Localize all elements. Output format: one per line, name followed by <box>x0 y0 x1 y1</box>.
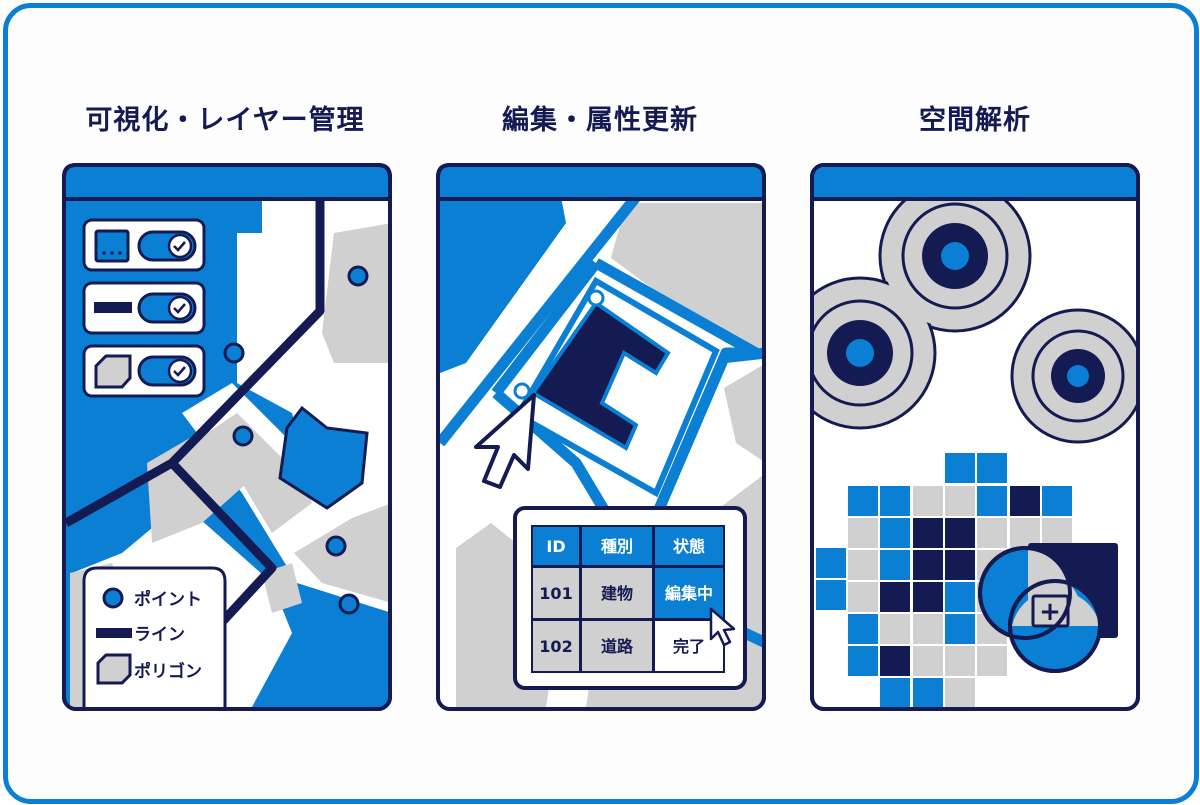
legend-label-line: ライン <box>134 625 185 645</box>
table-header-status: 状態 <box>673 537 705 556</box>
layer-toggle-polygon[interactable] <box>82 344 206 398</box>
cursor-icon <box>474 393 536 489</box>
table-cell: 建物 <box>601 584 633 603</box>
table-cell: 完了 <box>673 637 705 656</box>
panel-header-bar <box>62 163 392 201</box>
panel-title-analysis: 空間解析 <box>919 105 1031 136</box>
table-header-id: ID <box>546 537 565 556</box>
layer-toggle-point[interactable] <box>82 218 206 272</box>
overlay-icon: + <box>978 543 1118 673</box>
analysis-illustration: + <box>810 163 1140 711</box>
map-editing: ID 種別 状態 101 建物 編集中 102 道路 完了 <box>436 163 766 711</box>
legend: ポイント ライン ポリゴン <box>82 566 227 707</box>
cursor-icon <box>709 607 736 647</box>
layer-toggle-line[interactable] <box>82 281 206 335</box>
panel-analysis: + <box>810 163 1140 717</box>
legend-label-point: ポイント <box>134 589 202 610</box>
table-cell: 編集中 <box>665 584 713 603</box>
table-cell: 道路 <box>601 637 634 656</box>
panel-title-visualization: 可視化・レイヤー管理 <box>85 105 365 136</box>
attribute-table: ID 種別 状態 101 建物 編集中 102 道路 完了 <box>513 506 747 690</box>
map-visualization: ポイント ライン ポリゴン <box>62 163 392 711</box>
panel-header-bar <box>436 163 766 201</box>
panel-title-editing: 編集・属性更新 <box>502 105 698 136</box>
table-cell: 102 <box>539 637 572 656</box>
table-header-type: 種別 <box>601 537 633 556</box>
panel-visualization: ポイント ライン ポリゴン <box>62 163 392 717</box>
plus-icon: + <box>1039 597 1061 627</box>
panel-editing: ID 種別 状態 101 建物 編集中 102 道路 完了 <box>436 163 766 717</box>
legend-label-polygon: ポリゴン <box>134 661 202 682</box>
buffer-zones <box>814 197 1136 444</box>
table-cell: 101 <box>539 584 572 603</box>
